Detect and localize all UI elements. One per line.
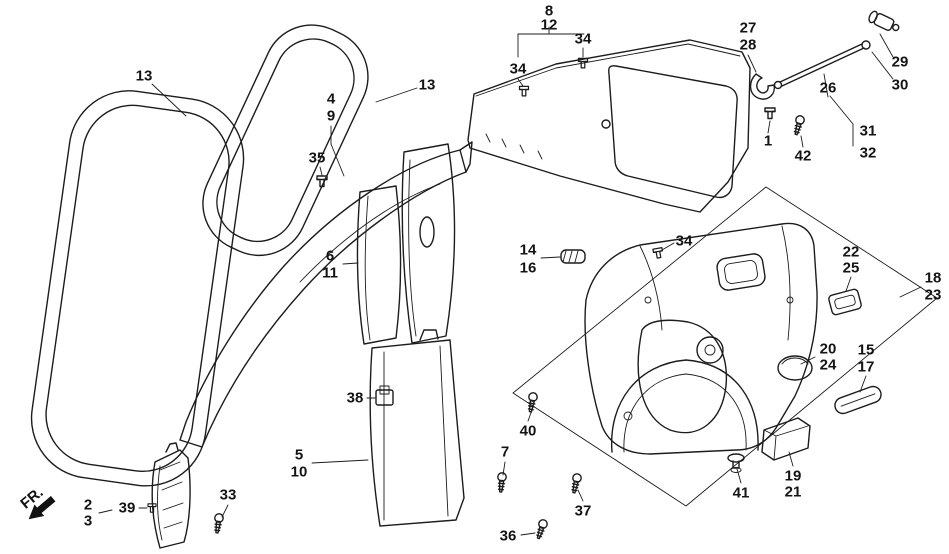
lower-garnish-2-3 (151, 442, 191, 549)
part-label-30: 30 (891, 76, 909, 94)
leader-lines (98, 26, 922, 536)
grommet-41 (727, 453, 745, 473)
center-pillar-lower-garnish (369, 329, 465, 527)
part-label-37: 37 (574, 502, 592, 520)
screw-42 (791, 114, 806, 137)
part-label-18: 18 (924, 269, 942, 287)
part-label-8: 8 (544, 2, 554, 20)
part-label-38: 38 (346, 389, 364, 407)
part-label-13: 13 (418, 76, 436, 94)
part-label-23: 23 (924, 286, 942, 304)
front-pillar-garnish-lower-strip (401, 143, 456, 344)
part-label-12: 12 (540, 16, 558, 34)
quarter-trim-enclosure-box (512, 186, 938, 507)
part-label-39: 39 (118, 499, 136, 517)
part-label-34: 34 (574, 30, 592, 48)
center-pillar-upper-garnish (356, 185, 402, 345)
part-label-5: 5 (294, 446, 304, 464)
part-label-2: 2 (83, 496, 93, 514)
part-label-26: 26 (819, 79, 837, 97)
part-label-41: 41 (732, 484, 750, 502)
part-label-22: 22 (842, 243, 860, 261)
part-label-13: 13 (135, 67, 153, 85)
clip-1 (764, 107, 776, 120)
part-label-36: 36 (499, 527, 517, 545)
part-label-24: 24 (819, 356, 837, 374)
pocket-19-21 (761, 417, 811, 461)
part-label-9: 9 (326, 107, 336, 125)
part-label-14: 14 (519, 241, 537, 259)
front-door-opening-seal (30, 90, 245, 487)
part-label-42: 42 (794, 147, 812, 165)
part-label-34: 34 (675, 232, 693, 250)
part-label-25: 25 (842, 259, 860, 277)
quarter-window-garnish (467, 39, 751, 213)
rod-26 (773, 40, 871, 90)
bracket-22-25 (828, 288, 862, 316)
part-label-19: 19 (784, 467, 802, 485)
part-label-34: 34 (509, 60, 527, 78)
part-label-6: 6 (325, 247, 335, 265)
part-label-21: 21 (784, 483, 802, 501)
clip-34-quarter (652, 247, 665, 260)
hook-27-28 (749, 73, 775, 100)
fr-direction-arrow: FR. (17, 484, 56, 520)
part-label-1: 1 (763, 132, 773, 150)
clip-38 (375, 385, 394, 406)
part-label-32: 32 (859, 144, 877, 162)
part-label-28: 28 (739, 36, 757, 54)
part-label-7: 7 (500, 443, 510, 461)
screw-7 (495, 471, 508, 494)
part-label-27: 27 (739, 19, 757, 37)
screw-37 (569, 472, 583, 495)
part-label-11: 11 (322, 264, 338, 282)
part-label-20: 20 (819, 340, 837, 358)
lens-15-17 (834, 385, 882, 415)
joint-29-30 (868, 10, 900, 32)
part-label-40: 40 (519, 422, 537, 440)
part-label-4: 4 (326, 90, 336, 108)
grommet-14-16 (560, 249, 586, 264)
rear-door-opening-seal (202, 24, 369, 257)
part-label-31: 31 (859, 122, 877, 140)
part-label-29: 29 (891, 53, 909, 71)
cover-20-24 (777, 355, 813, 381)
part-label-3: 3 (83, 512, 93, 530)
front-pillar-garnish (179, 141, 473, 448)
part-label-35: 35 (308, 149, 326, 167)
screw-36 (533, 518, 549, 541)
part-label-15: 15 (857, 341, 875, 359)
part-label-16: 16 (519, 259, 537, 277)
part-label-10: 10 (290, 463, 308, 481)
clip-34-left (518, 85, 530, 97)
quarter-trim-panel (584, 222, 818, 455)
part-label-33: 33 (219, 486, 237, 504)
part-label-17: 17 (857, 358, 875, 376)
